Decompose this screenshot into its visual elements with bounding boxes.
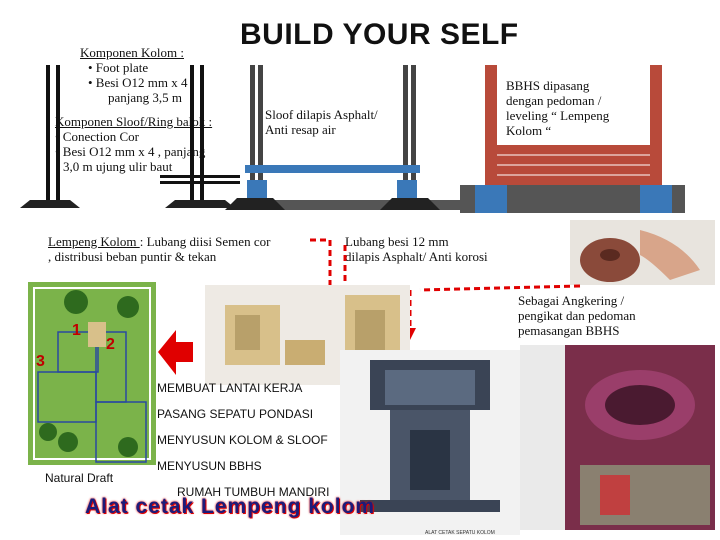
- sloof-note-line: Anti resap air: [265, 122, 336, 137]
- page-title: BUILD YOUR SELF: [240, 18, 519, 51]
- angkering-note: Sebagai Angkering / pengikat dan pedoman…: [518, 293, 688, 338]
- komponen-sloof-item: • Besi O12 mm x 4 , panjang: [55, 144, 206, 159]
- lempeng-heading: Lempeng Kolom: [48, 234, 140, 249]
- step-item: RUMAH TUMBUH MANDIRI: [177, 485, 330, 499]
- sloof-drawing: [225, 65, 500, 210]
- metal-mold-photo: [340, 350, 520, 535]
- step-item: MENYUSUN KOLOM & SLOOF: [157, 433, 328, 447]
- step-item: PASANG SEPATU PONDASI: [157, 407, 314, 421]
- angkering-note-line: Sebagai Angkering /: [518, 293, 625, 308]
- lubang-note-line: dilapis Asphalt/ Anti korosi: [345, 249, 488, 264]
- angkering-note-line: pemasangan BBHS: [518, 323, 620, 338]
- komponen-kolom-block: Komponen Kolom : • Foot plate • Besi O12…: [80, 45, 250, 105]
- komponen-kolom-item: • Besi O12 mm x 4: [88, 75, 188, 90]
- step-item: MENYUSUN BBHS: [157, 459, 262, 473]
- lempeng-note: Lempeng Kolom : Lubang diisi Semen cor ,…: [48, 234, 318, 264]
- draft-caption: Natural Draft: [45, 471, 114, 485]
- komponen-kolom-item: panjang 3,5 m: [108, 90, 183, 105]
- komponen-sloof-item: 3,0 m ujung ulir baut: [63, 159, 173, 174]
- column-rods-drawing: [20, 65, 240, 208]
- hand-photo: [570, 220, 715, 285]
- sloof-note: Sloof dilapis Asphalt/ Anti resap air: [265, 107, 405, 137]
- lempeng-text: : Lubang diisi Semen cor: [139, 234, 271, 249]
- komponen-kolom-item: • Foot plate: [88, 60, 149, 75]
- step-item: MEMBUAT LANTAI KERJA: [157, 381, 303, 395]
- sloof-note-line: Sloof dilapis Asphalt/: [265, 107, 378, 122]
- bbhs-note-line: dengan pedoman /: [506, 93, 602, 108]
- komponen-sloof-block: Komponen Sloof/Ring balok : • Conection …: [55, 114, 245, 174]
- lubang-note-line: Lubang besi 12 mm: [345, 234, 449, 249]
- side-photos: [520, 345, 715, 530]
- footer-title: Alat cetak Lempeng kolom: [85, 495, 376, 518]
- natural-draft-plan: [28, 282, 156, 465]
- komponen-sloof-item: • Conection Cor: [55, 129, 139, 144]
- komponen-sloof-heading: Komponen Sloof/Ring balok :: [55, 114, 213, 129]
- big-red-arrow: [158, 330, 193, 375]
- draft-label-2: 2: [106, 336, 115, 353]
- steps-list: MEMBUAT LANTAI KERJA PASANG SEPATU PONDA…: [157, 381, 357, 511]
- lempeng-line2: , distribusi beban puntir & tekan: [48, 249, 217, 264]
- bbhs-note: BBHS dipasang dengan pedoman / leveling …: [506, 78, 646, 138]
- bbhs-drawing: [460, 65, 685, 213]
- angkering-note-line: pengikat dan pedoman: [518, 308, 636, 323]
- bbhs-note-line: BBHS dipasang: [506, 78, 590, 93]
- bbhs-note-line: leveling “ Lempeng: [506, 108, 610, 123]
- draft-label-1: 1: [72, 322, 81, 339]
- komponen-kolom-heading: Komponen Kolom :: [80, 45, 184, 60]
- bbhs-note-line: Kolom “: [506, 123, 552, 138]
- photo-caption: ALAT CETAK SEPATU KOLOM: [425, 530, 495, 536]
- lubang-note: Lubang besi 12 mm dilapis Asphalt/ Anti …: [345, 234, 545, 264]
- draft-label-3: 3: [36, 353, 45, 370]
